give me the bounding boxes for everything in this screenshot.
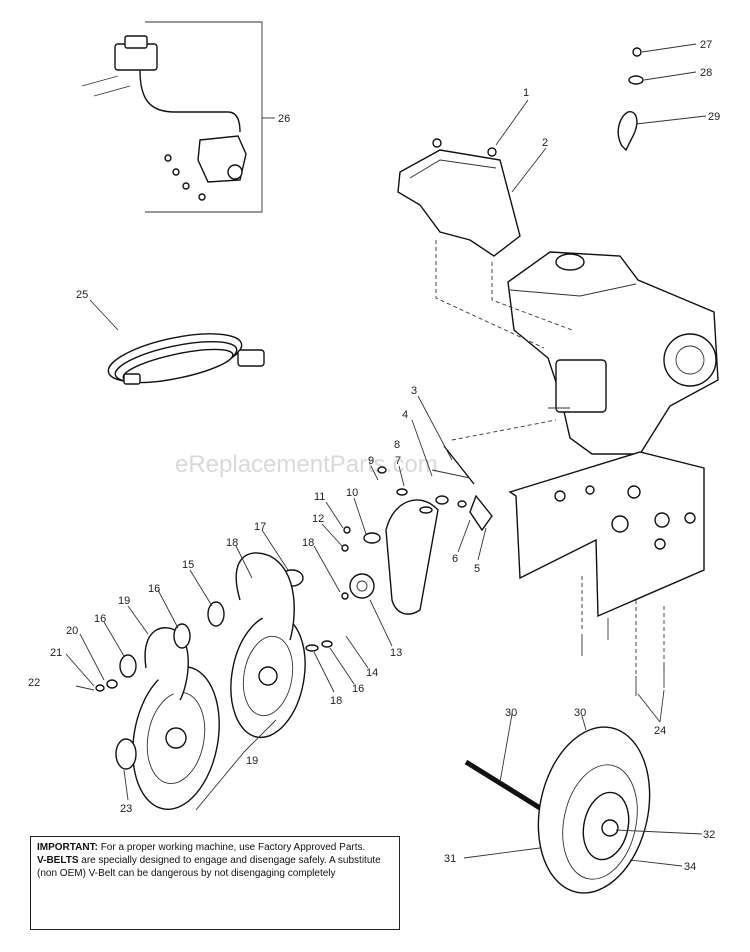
callout-22: 21 [50,647,62,659]
important-notice-box: IMPORTANT: For a proper working machine,… [30,836,400,930]
engine [507,251,719,455]
callout-17: 16 [352,683,364,695]
vbelts-heading: V-BELTS [37,855,79,866]
callout-10: 10 [346,487,358,499]
callout-21: 20 [66,625,78,637]
watermark: eReplacementParts.com [175,451,438,478]
callout-26: 25 [76,289,88,301]
callout-12: 12 [312,513,324,525]
callout-29: 28 [700,67,712,79]
callout-18a: 17 [254,521,266,533]
frame-bolts [581,618,665,696]
callout-leaders [65,43,707,867]
callout-16a: 15 [182,559,194,571]
hardware-top-right [617,47,644,152]
callout-19a: 18 [226,537,238,549]
callout-5: 5 [474,563,480,575]
callout-28: 27 [700,39,712,51]
callout-15: 18 [302,537,314,549]
callout-14: 14 [366,667,378,679]
callout-2: 2 [542,137,548,149]
callout-9: 9 [368,455,374,467]
wheel-assembly [464,726,651,894]
callout-30b: 30 [574,707,586,719]
callout-labels: 1 2 3 4 5 6 7 8 9 10 11 12 13 14 15 16 1… [28,39,720,873]
callout-18b: 18 [330,695,342,707]
callout-25: 24 [654,725,666,737]
callout-7: 7 [395,455,401,467]
callout-32: 31 [444,853,456,865]
important-heading: IMPORTANT: [37,842,98,853]
callout-31: 30 [505,707,517,719]
auger-pulleys [75,552,306,810]
callout-24: 23 [120,803,132,815]
callout-1: 1 [523,87,529,99]
callout-16c: 16 [94,613,106,625]
callout-34: 32 [703,829,715,841]
extension-cord [89,299,265,385]
callout-16b: 16 [148,583,160,595]
belt-cover [397,138,521,257]
frame-plate [508,451,705,618]
callout-6: 6 [452,553,458,565]
electric-starter-kit [81,21,275,213]
callout-23: 22 [28,677,40,689]
vbelts-text: are specially designed to engage and dis… [37,855,381,879]
callout-8: 8 [394,439,400,451]
callout-19b: 19 [118,595,130,607]
callout-13: 13 [390,647,402,659]
callout-3: 3 [411,385,417,397]
callout-4: 4 [402,409,408,421]
important-text: For a proper working machine, use Factor… [97,842,366,853]
callout-11: 11 [314,491,325,503]
callout-20: 19 [246,755,258,767]
callout-35: 34 [684,861,696,873]
callout-27: 26 [278,113,290,125]
callout-30a: 29 [708,111,720,123]
